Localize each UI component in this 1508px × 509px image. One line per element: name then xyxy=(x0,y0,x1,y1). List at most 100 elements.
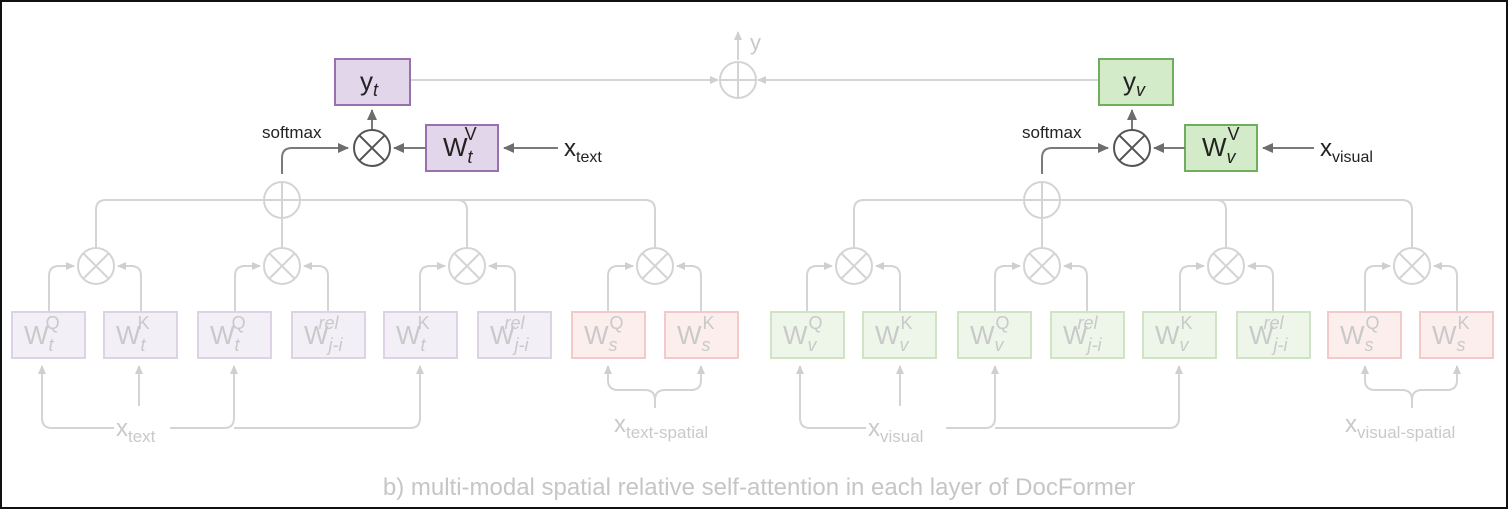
visual-sum-branch-1 xyxy=(853,199,1024,248)
text-weight-box-2 xyxy=(103,311,178,359)
xvisualspatial-to-wq-line xyxy=(1361,365,1413,408)
visual-w4-arrow xyxy=(1063,262,1088,312)
visual-weight-label-4: Wj-irel xyxy=(1063,313,1103,355)
text-weight-box-6 xyxy=(477,311,552,359)
yt-label: yt xyxy=(360,66,379,100)
xvisual-to-wq2-line xyxy=(946,365,999,429)
xtext-to-wk2-line xyxy=(234,365,424,429)
x-text-input-label: xtext xyxy=(564,135,602,166)
xtextspatial-to-wk-line xyxy=(654,365,705,401)
visual-w2-arrow xyxy=(875,262,901,312)
text-weight-label-7: WsQ xyxy=(584,313,624,355)
visual-w7-arrow xyxy=(1364,262,1391,312)
visual-weight-box-6 xyxy=(1236,311,1311,359)
visual-weight-label-7: WsQ xyxy=(1340,313,1380,355)
x-text-spatial-label: xtext-spatial xyxy=(614,411,708,442)
wv-text-label: WtV xyxy=(443,124,477,167)
text-weight-label-2: WtK xyxy=(116,313,150,355)
visual-softmax-arrow xyxy=(1041,143,1109,174)
text-weight-label-3: WtQ xyxy=(210,313,246,355)
wv-visual-label: WvV xyxy=(1202,124,1240,167)
text-value-multiply-icon xyxy=(353,129,391,167)
yv-box xyxy=(1098,58,1174,106)
visual-weight-label-2: WvK xyxy=(875,313,913,355)
x-visual-input-label: xvisual xyxy=(1320,135,1373,166)
visual-score-sum-icon xyxy=(1023,181,1061,219)
text-weight-label-6: Wj-irel xyxy=(490,313,530,355)
text-w4-arrow xyxy=(303,262,329,312)
x-visual-spatial-label: xvisual-spatial xyxy=(1345,411,1455,442)
visual-weight-boxes: WvQ WvK WvQ Wj-irel WvK Wj-irel WsQ WsK xyxy=(770,311,1494,359)
visual-w5-arrow xyxy=(1179,262,1205,312)
visual-weight-box-7 xyxy=(1327,311,1402,359)
visual-value-multiply-icon xyxy=(1113,129,1151,167)
visual-weight-box-3 xyxy=(957,311,1032,359)
visual-w1-arrow xyxy=(806,262,833,312)
text-qk-multiply-icon xyxy=(77,247,115,285)
text-softmax-arrow xyxy=(281,143,349,174)
text-weight-label-5: WtK xyxy=(396,313,430,355)
wv-visual-box xyxy=(1184,124,1258,172)
visual-w8-arrow xyxy=(1433,262,1458,312)
xtext-to-wq2-line xyxy=(170,365,238,429)
visual-weight-label-3: WvQ xyxy=(970,313,1010,355)
yt-box xyxy=(334,58,411,106)
visual-weight-label-5: WvK xyxy=(1155,313,1193,355)
visual-weight-label-6: Wj-irel xyxy=(1249,313,1289,355)
text-w2-arrow xyxy=(117,262,142,312)
visual-spatial-multiply-icon xyxy=(1393,247,1431,285)
text-weight-box-3 xyxy=(197,311,272,359)
visual-weight-box-2 xyxy=(862,311,937,359)
visual-k-rel-multiply-icon xyxy=(1207,247,1245,285)
figure-caption: b) multi-modal spatial relative self-att… xyxy=(383,474,1135,501)
visual-weight-box-1 xyxy=(770,311,845,359)
x-text-bottom-label: xtext xyxy=(116,415,156,446)
visual-weight-label-1: WvQ xyxy=(783,313,823,355)
visual-q-rel-multiply-icon xyxy=(1023,247,1061,285)
text-w7-arrow xyxy=(607,262,634,312)
text-w1-arrow xyxy=(48,262,75,312)
visual-softmax-label: softmax xyxy=(1022,123,1082,142)
text-weight-box-5 xyxy=(383,311,458,359)
text-k-rel-multiply-icon xyxy=(448,247,486,285)
text-branch: yt WtV xtext softmax xyxy=(11,58,739,446)
text-weight-label-8: WsK xyxy=(677,313,715,355)
yv-label: yv xyxy=(1123,66,1146,100)
text-spatial-multiply-icon xyxy=(636,247,674,285)
xvisual-to-wq-line xyxy=(796,365,866,429)
text-weight-box-7 xyxy=(571,311,646,359)
visual-w3-arrow xyxy=(994,262,1021,312)
xvisualspatial-to-wk-line xyxy=(1411,365,1461,401)
text-sum-branch-1 xyxy=(95,199,264,248)
visual-weight-label-8: WsK xyxy=(1432,313,1470,355)
x-visual-bottom-label: xvisual xyxy=(868,415,923,446)
output-y-label: y xyxy=(750,30,761,55)
text-w8-arrow xyxy=(676,262,702,312)
text-weight-box-1 xyxy=(11,311,86,359)
text-weight-boxes: WtQ WtK WtQ Wj-irel WtK Wj-irel WsQ WsK xyxy=(11,311,739,359)
visual-branch: yv WvV xvisual softmax xyxy=(770,58,1494,446)
visual-weight-box-8 xyxy=(1419,311,1494,359)
xvisual-to-wk2-line xyxy=(995,365,1183,429)
text-weight-label-1: WtQ xyxy=(24,313,60,355)
visual-weight-box-4 xyxy=(1050,311,1125,359)
text-w5-arrow xyxy=(419,262,446,312)
text-w3-arrow xyxy=(234,262,261,312)
visual-weight-box-5 xyxy=(1142,311,1217,359)
visual-sum-branch-3 xyxy=(1060,199,1227,248)
text-score-sum-icon xyxy=(263,181,301,219)
text-weight-box-4 xyxy=(291,311,366,359)
xtextspatial-to-wq-line xyxy=(604,365,656,408)
text-sum-branch-4 xyxy=(300,199,656,248)
text-weight-label-4: Wj-irel xyxy=(304,313,344,355)
final-sum-icon xyxy=(719,61,757,99)
text-q-rel-multiply-icon xyxy=(263,247,301,285)
visual-sum-branch-4 xyxy=(1060,199,1413,248)
text-softmax-label: softmax xyxy=(262,123,322,142)
xtext-to-wq-line xyxy=(38,365,114,429)
text-weight-box-8 xyxy=(664,311,739,359)
text-w6-arrow xyxy=(488,262,516,312)
visual-w6-arrow xyxy=(1247,262,1274,312)
